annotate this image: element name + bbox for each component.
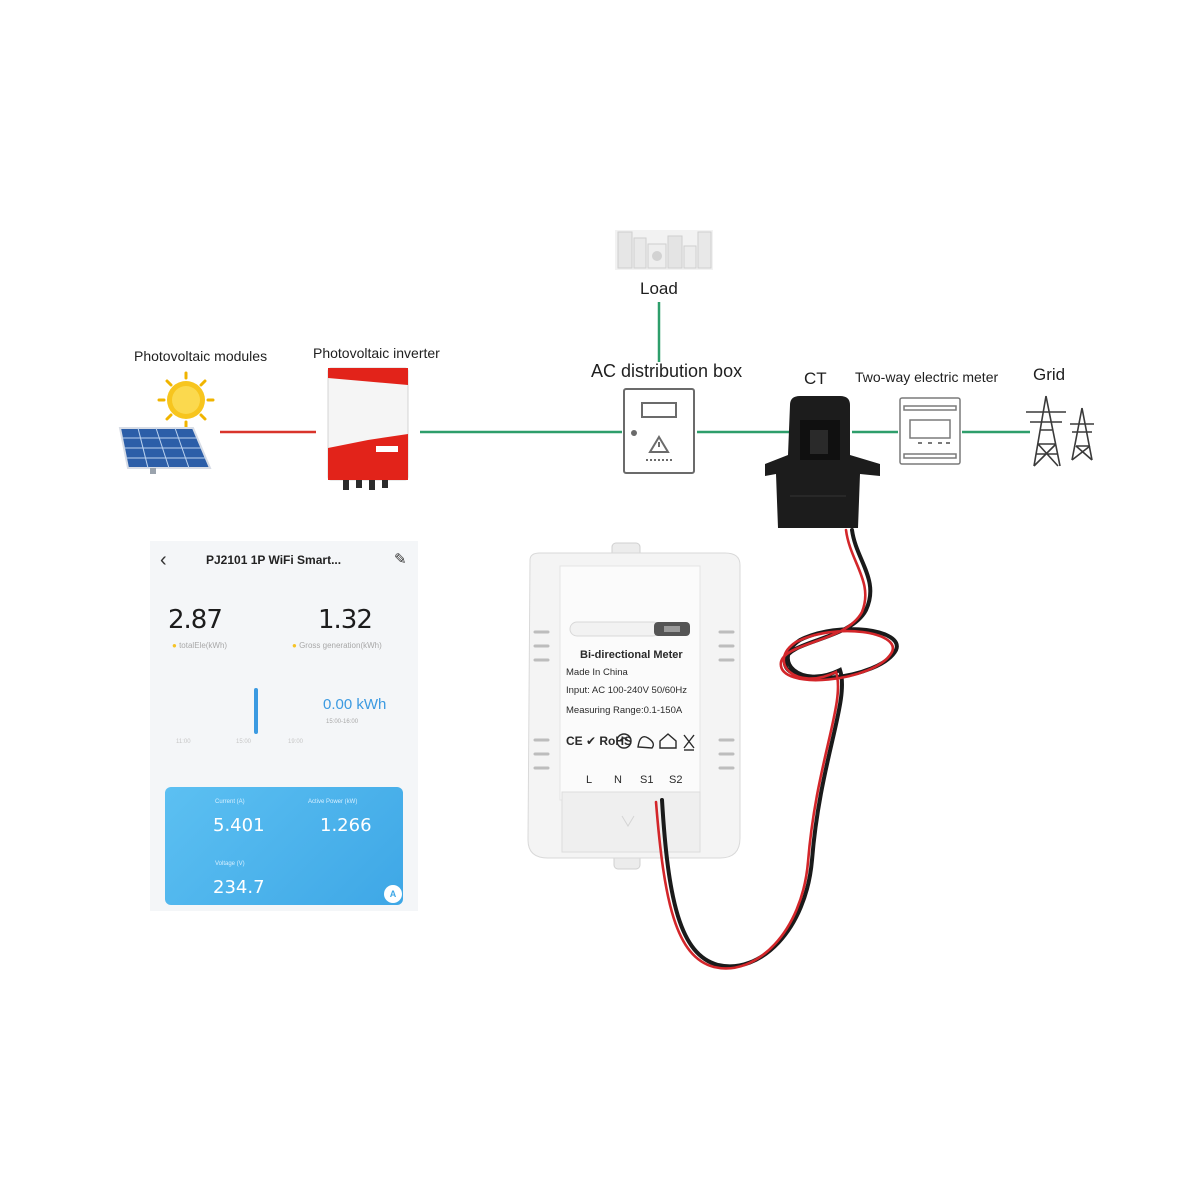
dot-icon: ● <box>172 641 177 650</box>
chart-time: 15:00-16:00 <box>326 719 359 725</box>
label-pv-modules: Photovoltaic modules <box>134 348 268 364</box>
terminal-s2: S2 <box>669 774 683 786</box>
meter-device <box>527 542 741 870</box>
label-load: Load <box>640 279 678 298</box>
load-appliances-icon <box>615 230 713 270</box>
two-way-meter-icon <box>899 397 961 465</box>
dot-icon: ● <box>292 641 297 650</box>
active-power-value: 1.266 <box>320 815 372 836</box>
terminal-s1: S1 <box>640 774 654 786</box>
auto-button[interactable]: A <box>384 885 402 903</box>
voltage-value: 234.7 <box>213 877 265 898</box>
ac-distribution-box-icon <box>623 388 695 474</box>
current-value: 5.401 <box>213 815 265 836</box>
total-energy-value: 2.87 <box>168 605 223 635</box>
label-two-way-meter: Two-way electric meter <box>855 369 999 385</box>
label-ct: CT <box>804 369 827 388</box>
meter-title: Bi-directional Meter <box>580 649 683 661</box>
app-title: PJ2101 1P WiFi Smart... <box>206 553 342 567</box>
chart-tick: 11:00 <box>176 739 191 745</box>
meter-input-spec: Input: AC 100-240V 50/60Hz <box>566 685 687 696</box>
chart-tick: 15:00 <box>236 739 252 745</box>
live-stats-panel: Current (A) 5.401 Active Power (kW) 1.26… <box>165 787 403 905</box>
label-grid: Grid <box>1033 365 1066 384</box>
chart-bar[interactable] <box>254 688 258 734</box>
label-pv-inverter: Photovoltaic inverter <box>313 345 440 361</box>
sun-icon <box>157 371 215 429</box>
active-power-label: Active Power (kW) <box>308 799 358 805</box>
current-label: Current (A) <box>215 799 245 805</box>
gross-generation-label: ● Gross generation(kWh) <box>292 641 382 650</box>
meter-range-spec: Measuring Range:0.1-150A <box>566 705 683 716</box>
chart-value: 0.00 kWh <box>323 696 387 713</box>
chevron-left-icon[interactable]: ‹ <box>160 549 167 571</box>
solar-panel-icon <box>118 371 215 474</box>
ct-clamp-icon <box>765 396 880 528</box>
chart-tick: 19:00 <box>288 739 304 745</box>
meter-made-in: Made In China <box>566 667 628 678</box>
grid-pylon-icon <box>1026 395 1094 467</box>
terminal-n: N <box>614 774 622 786</box>
certification-icons <box>616 733 695 751</box>
gross-generation-value: 1.32 <box>318 605 373 635</box>
ct-cable <box>654 528 899 970</box>
voltage-label: Voltage (V) <box>215 861 245 867</box>
inverter-icon <box>327 367 409 490</box>
app-header: ‹ PJ2101 1P WiFi Smart... ✎ <box>150 541 418 581</box>
app-screen: ‹ PJ2101 1P WiFi Smart... ✎ 2.87 ● total… <box>150 541 418 911</box>
total-energy-label: ● totalEle(kWh) <box>172 641 228 650</box>
label-ac-distribution-box: AC distribution box <box>591 361 743 381</box>
meter-cert-marks: CE ✔ RoHS <box>566 734 633 748</box>
pencil-icon[interactable]: ✎ <box>394 551 407 568</box>
terminal-l: L <box>586 774 593 786</box>
